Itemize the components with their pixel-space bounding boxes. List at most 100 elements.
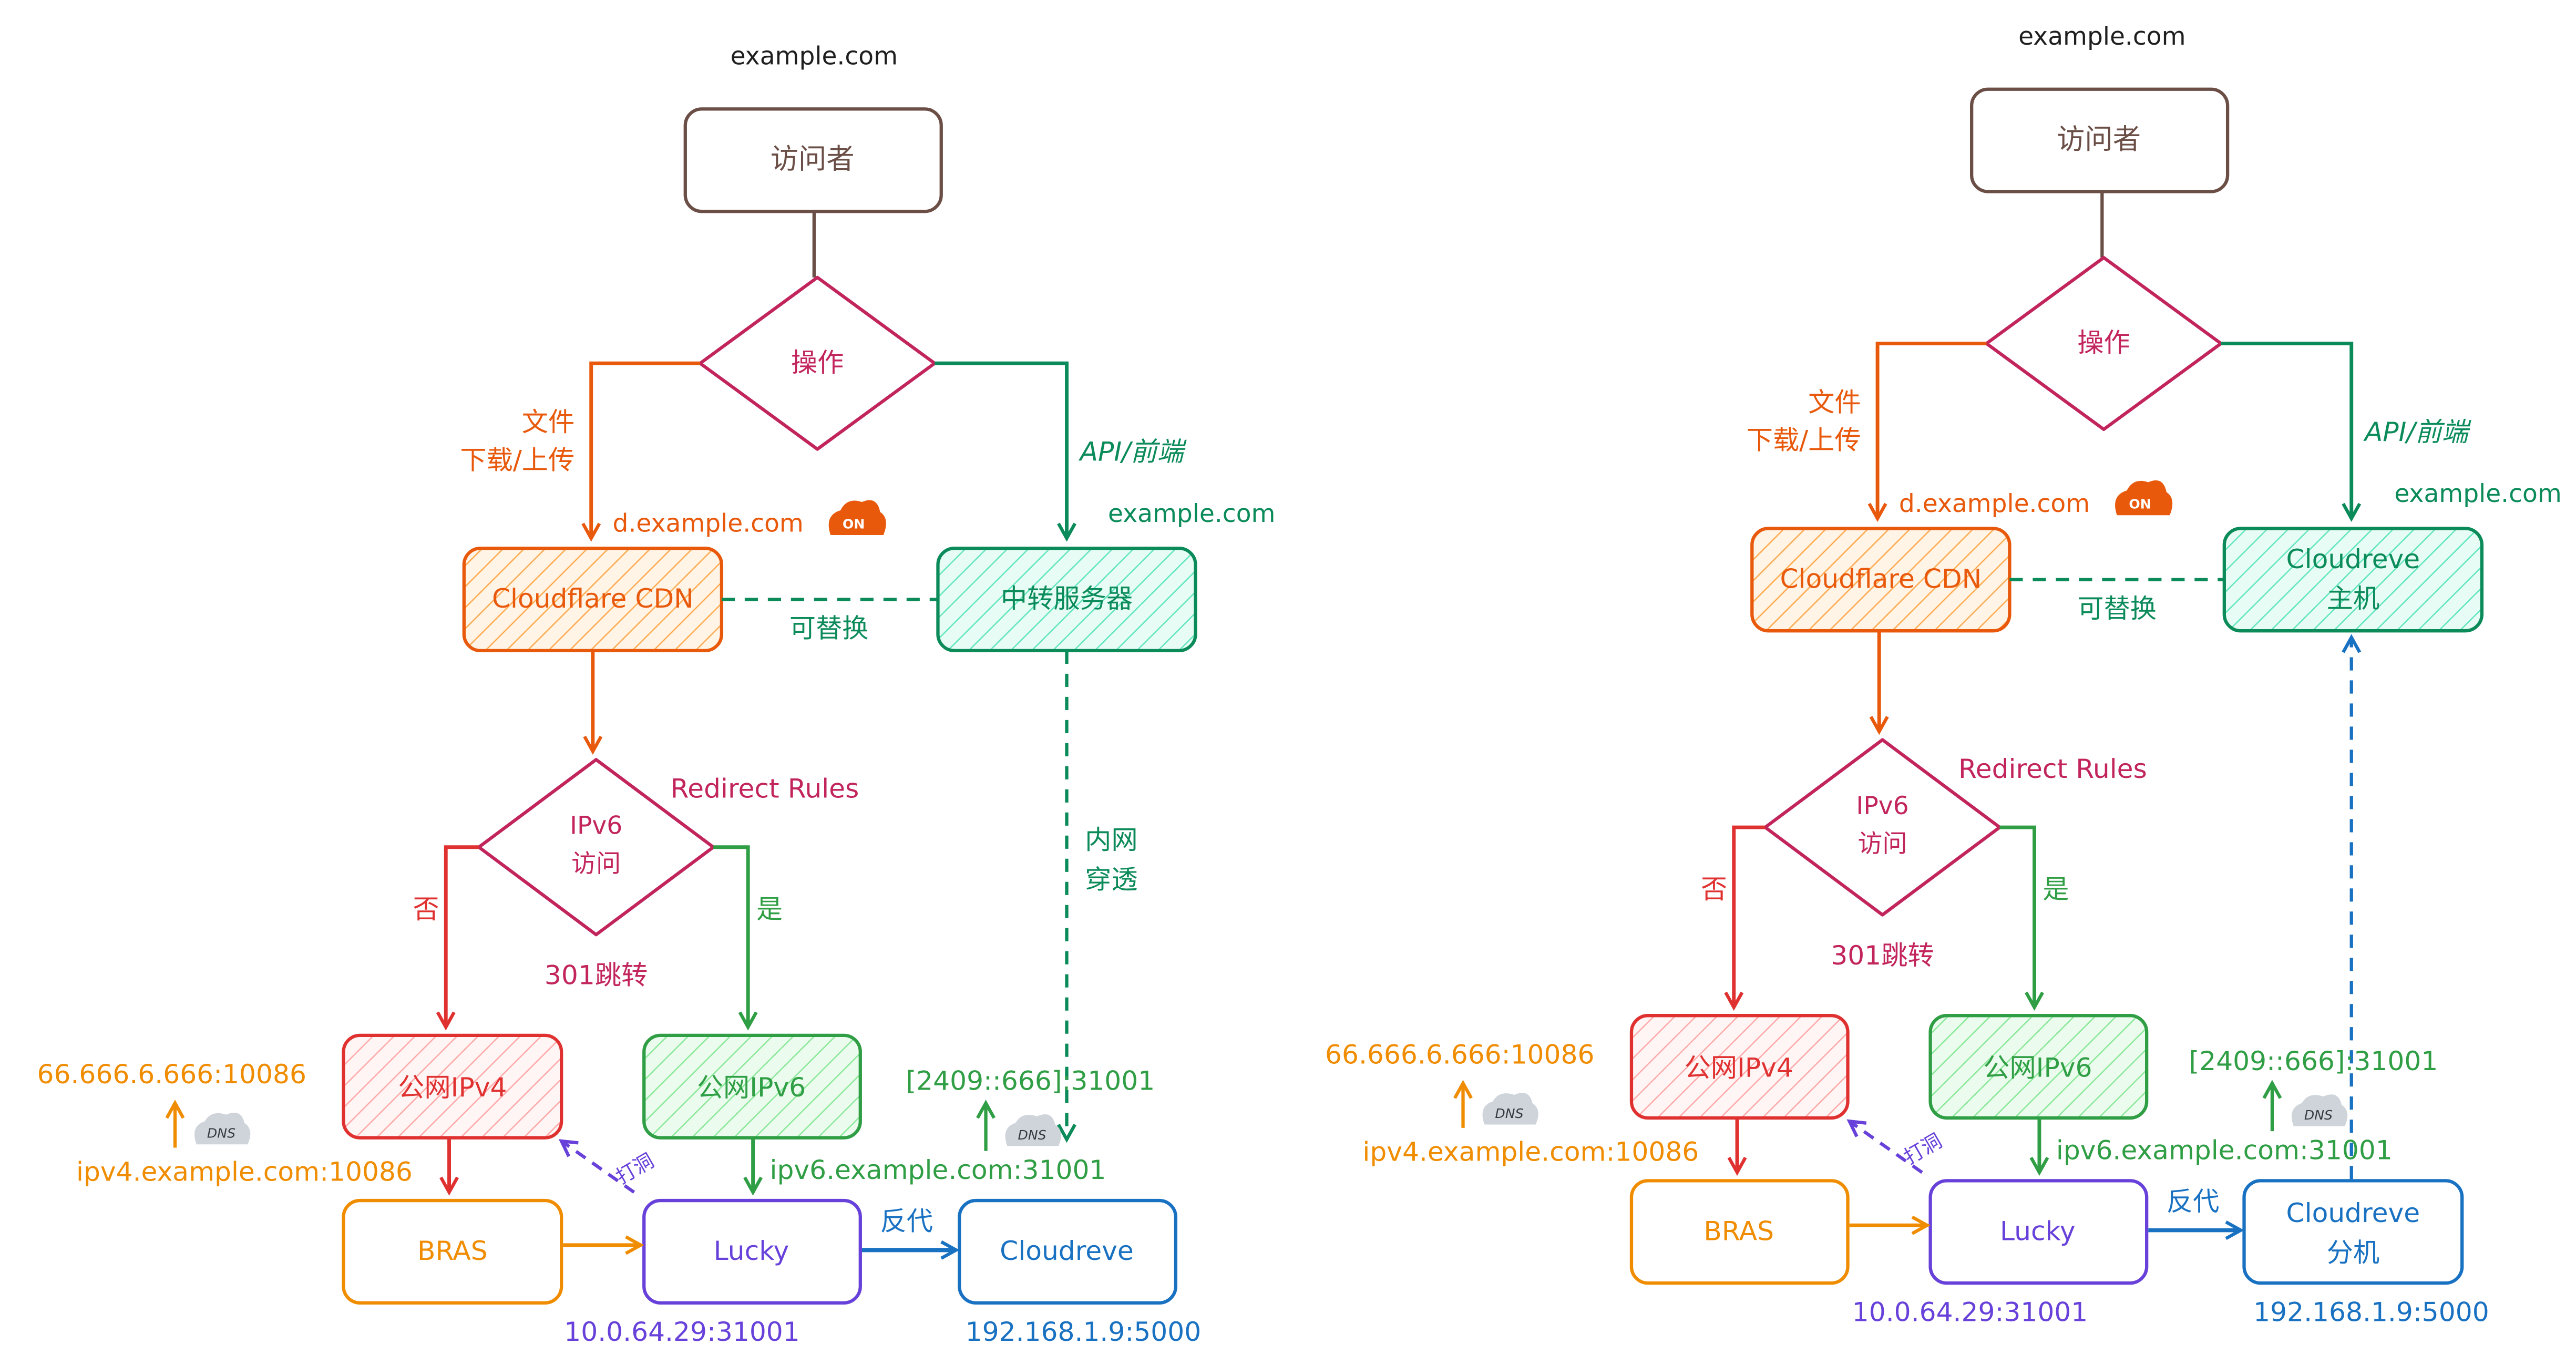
left-ipv4-box [342,1033,563,1140]
left-on-badge: ON [843,516,865,531]
right-on-cloud-icon: ON [2115,480,2173,516]
right-ipv6-dns-cloud-icon: DNS [2291,1094,2348,1126]
left-cdn-domain: d.example.com [613,509,804,538]
right-redirect-301: 301跳转 [1831,940,1934,971]
left-bras-box [342,1198,563,1305]
right-cdn-domain: d.example.com [1899,489,2090,518]
left-ipv4-addr: 66.666.6.666:10086 [37,1059,306,1090]
left-relay-domain: example.com [1108,499,1275,528]
left-cloudreve-box [958,1198,1178,1305]
left-ipv6-q2: 访问 [571,849,621,878]
left-diagram: example.com 访问者 操作 文件 下载/上传 API/前端 d.exa… [37,42,1276,1348]
left-ipv6-label: 公网IPv6 [697,1072,806,1103]
right-ipv6-label: 公网IPv6 [1983,1052,2092,1083]
right-lucky-box [1928,1179,2149,1285]
right-cloudreve-label-2: 分机 [2327,1237,2380,1268]
left-branch-api: API/前端 [1079,436,1187,467]
right-bras-label: BRAS [1703,1215,1774,1246]
right-operation-diamond [1985,256,2223,432]
left-relay-label: 中转服务器 [1001,583,1133,614]
right-ipv4-label: 公网IPv4 [1685,1052,1793,1083]
right-hole-punch-arrow [1850,1121,1923,1174]
right-ipv6-addr: [2409::666]:31001 [2189,1045,2438,1076]
right-operation-label: 操作 [2077,327,2130,358]
left-ipv6-diamond [477,758,715,937]
right-cloudreve-addr: 192.168.1.9:5000 [2253,1296,2489,1327]
right-branch-file-1: 文件 [1808,386,1861,417]
left-lucky-addr: 10.0.64.29:31001 [564,1316,800,1347]
left-lucky-label: Lucky [714,1235,789,1266]
right-ipv6-q2: 访问 [1857,829,1907,858]
right-lucky-addr: 10.0.64.29:31001 [1852,1296,2088,1327]
left-visitor-label: 访问者 [771,142,855,176]
right-ipv6-diamond [1763,738,2002,917]
right-on-badge: ON [2129,497,2151,512]
left-branch-file-1: 文件 [522,406,575,437]
left-ipv4-dns-label: DNS [207,1126,235,1141]
left-hole-punch-arrow [561,1141,635,1194]
left-no-label: 否 [413,894,439,925]
left-ipv6-addr: [2409::666]:31001 [906,1065,1155,1096]
right-cdn-label: Cloudflare CDN [1780,563,1982,594]
right-branch-api: API/前端 [2363,416,2472,447]
left-lucky-box [642,1198,862,1305]
right-cloudreve-label-1: Cloudreve [2286,1197,2420,1228]
left-operation-label: 操作 [791,347,844,378]
right-host-domain: example.com [2394,479,2561,508]
left-ipv4-domain: ipv4.example.com:10086 [76,1156,413,1187]
right-hole-punch: 打洞 [1900,1129,1946,1169]
left-no-arrow [446,845,479,1027]
right-host-box [2222,527,2484,633]
right-ipv6-q1: IPv6 [1856,792,1908,820]
right-reverse-proxy: 反代 [2167,1186,2220,1217]
right-ipv6-dns-label: DNS [2304,1107,2333,1123]
right-ipv4-domain: ipv4.example.com:10086 [1362,1136,1699,1167]
left-tunnel-1: 内网 [1085,824,1138,855]
left-ipv4-label: 公网IPv4 [398,1072,507,1103]
right-top-domain: example.com [2018,22,2185,51]
left-api-arrow [935,361,1066,538]
left-cloudreve-label: Cloudreve [1000,1235,1134,1266]
right-api-arrow [2221,342,2352,519]
right-host-label-1: Cloudreve [2286,543,2420,574]
left-ipv6-q1: IPv6 [570,812,622,840]
left-ipv6-dns-label: DNS [1018,1127,1046,1143]
right-ipv4-addr: 66.666.6.666:10086 [1325,1039,1594,1070]
right-yes-arrow [1999,825,2035,1007]
right-branch-file-2: 下载/上传 [1747,425,1861,456]
left-file-arrow [591,361,701,538]
left-hole-punch: 打洞 [612,1149,658,1189]
left-redirect-301: 301跳转 [545,959,648,990]
left-yes-label: 是 [756,894,783,925]
right-no-arrow [1734,825,1766,1007]
right-ipv4-dns-label: DNS [1495,1106,1523,1121]
right-diagram: example.com 访问者 操作 文件 下载/上传 API/前端 d.exa… [1325,22,2562,1328]
left-operation-diamond [698,275,937,451]
left-ipv6-domain: ipv6.example.com:31001 [770,1154,1106,1185]
left-replaceable: 可替换 [789,613,869,644]
left-ipv6-dns-cloud-icon: DNS [1005,1114,1061,1146]
right-redirect-rules: Redirect Rules [1958,753,2147,784]
left-bras-label: BRAS [417,1235,488,1266]
left-branch-file-2: 下载/上传 [460,444,574,475]
right-ipv6-domain: ipv6.example.com:31001 [2056,1135,2393,1166]
left-reverse-proxy: 反代 [880,1206,933,1237]
left-ipv4-dns-cloud-icon: DNS [194,1112,251,1145]
right-visitor-label: 访问者 [2057,122,2141,156]
right-ipv4-box [1629,1014,1850,1120]
left-yes-arrow [713,845,748,1027]
left-on-cloud-icon: ON [828,500,886,535]
right-no-label: 否 [1701,874,1727,905]
right-yes-label: 是 [2043,874,2069,905]
right-file-arrow [1877,342,1987,519]
right-ipv4-dns-cloud-icon: DNS [1482,1093,1538,1125]
right-host-label-2: 主机 [2327,583,2380,614]
right-visitor-box [1970,87,2230,193]
left-cdn-label: Cloudflare CDN [492,583,694,614]
left-top-domain: example.com [731,42,898,71]
left-cloudreve-addr: 192.168.1.9:5000 [966,1316,1201,1347]
right-lucky-label: Lucky [2000,1215,2076,1246]
left-tunnel-2: 穿透 [1085,864,1138,895]
right-cloudreve-box [2242,1179,2464,1285]
